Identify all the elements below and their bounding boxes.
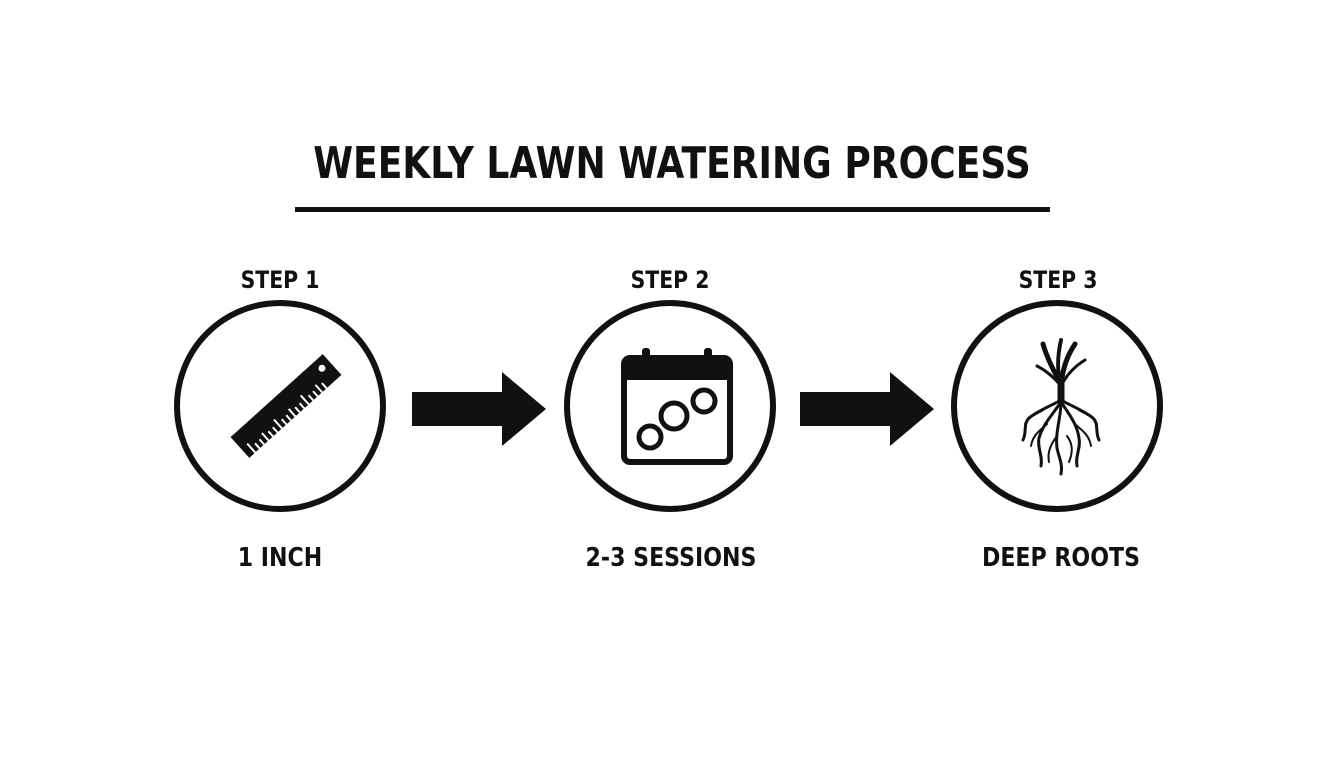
ruler-icon — [230, 354, 342, 458]
arrow-right-icon — [800, 372, 934, 446]
step-3-circle — [951, 300, 1163, 512]
step-2-caption: 2-3 SESSIONS — [585, 543, 757, 573]
roots-icon — [1021, 338, 1101, 476]
diagram-title: WEEKLY LAWN WATERING PROCESS — [313, 138, 1031, 189]
step-2-label: STEP 2 — [630, 266, 710, 294]
step-3-label: STEP 3 — [1018, 266, 1098, 294]
step-1-label: STEP 1 — [240, 266, 320, 294]
calendar-icon — [621, 348, 733, 465]
title-underline — [295, 207, 1050, 212]
step-3-caption: DEEP ROOTS — [981, 543, 1141, 573]
step-1-caption: 1 INCH — [237, 543, 323, 573]
step-2-circle — [564, 300, 776, 512]
step-1-circle — [174, 300, 386, 512]
arrow-right-icon — [412, 372, 546, 446]
